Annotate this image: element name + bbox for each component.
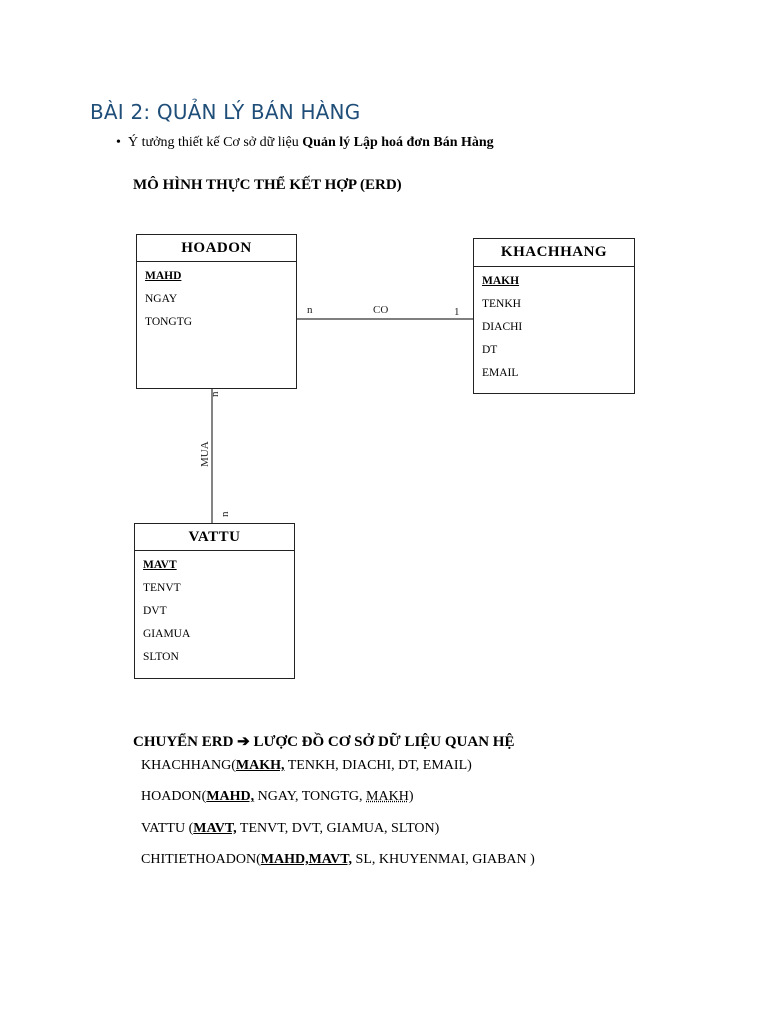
co-label: CO [373,304,388,316]
entity-attribute: SLTON [143,651,179,663]
schema-row-khachhang: KHACHHANG(MAKH, TENKH, DIACHI, DT, EMAIL… [141,758,535,789]
relation-attributes: SL, KHUYENMAI, GIABAN ) [352,851,535,867]
entity-attribute: DVT [143,605,167,617]
co-card-right: 1 [454,306,460,318]
relation-end: ) [408,789,414,805]
relation-name: HOADON( [141,789,207,805]
relation-name: CHITIETHOADON( [141,851,261,867]
relation-attributes: TENVT, DVT, GIAMUA, SLTON) [236,820,440,836]
relation-primary-key: MAHD,MAVT, [260,851,353,867]
entity-vattu: VATTU MAVT TENVT DVT GIAMUA SLTON [134,523,295,679]
page-heading: BÀI 2: QUẢN LÝ BÁN HÀNG [90,100,361,124]
conversion-title: CHUYỂN ERD ➔ LƯỢC ĐỒ CƠ SỞ DỮ LIỆU QUAN … [133,734,515,750]
entity-attribute: TENVT [143,582,181,594]
entity-attribute: DIACHI [482,321,523,333]
entity-hoadon: HOADON MAHD NGAY TONGTG [136,234,297,389]
entity-attribute: DT [482,344,498,356]
entity-khachhang: KHACHHANG MAKH TENKH DIACHI DT EMAIL [473,238,635,394]
entity-vattu-name: VATTU [135,524,294,551]
schema-row-vattu: VATTU (MAVT, TENVT, DVT, GIAMUA, SLTON) [141,821,535,852]
relation-attributes: NGAY, TONGTG, [254,789,367,805]
entity-attribute: NGAY [145,293,178,305]
schema-row-hoadon: HOADON(MAHD, NGAY, TONGTG, MAKH) [141,789,535,820]
relation-attributes: TENKH, DIACHI, DT, EMAIL) [284,758,472,773]
entity-attribute: MAHD [145,270,182,282]
entity-khachhang-name: KHACHHANG [474,239,634,267]
mua-label: MUA [199,441,211,467]
relation-name: KHACHHANG( [141,758,236,773]
intro-bullet: • Ý tưởng thiết kế Cơ sở dữ liệu Quản lý … [116,135,494,151]
entity-attribute: MAVT [143,559,177,571]
entity-attribute: MAKH [482,275,520,287]
co-card-left: n [307,304,313,316]
bullet-text: Ý tưởng thiết kế Cơ sở dữ liệu [128,135,303,150]
entity-attribute: EMAIL [482,367,519,379]
entity-hoadon-name: HOADON [137,235,296,262]
schema-row-chitiethoadon: CHITIETHOADON(MAHD,MAVT, SL, KHUYENMAI, … [141,852,535,883]
erd-title: MÔ HÌNH THỰC THỂ KẾT HỢP (ERD) [133,177,402,193]
bullet-dot: • [116,135,121,150]
entity-attribute: TENKH [482,298,521,310]
relation-name: VATTU ( [141,820,194,836]
relation-primary-key: MAHD, [206,789,255,805]
mua-card-bottom: n [219,511,231,517]
entity-attribute: TONGTG [145,316,193,328]
relation-foreign-key: MAKH [366,789,409,805]
relation-primary-key: MAVT, [193,820,237,836]
mua-card-top: n [209,391,221,397]
relational-schema: KHACHHANG(MAKH, TENKH, DIACHI, DT, EMAIL… [141,758,535,883]
relation-primary-key: MAKH, [235,758,285,773]
bullet-bold-text: Quản lý Lập hoá đơn Bán Hàng [302,135,494,150]
entity-attribute: GIAMUA [143,628,191,640]
